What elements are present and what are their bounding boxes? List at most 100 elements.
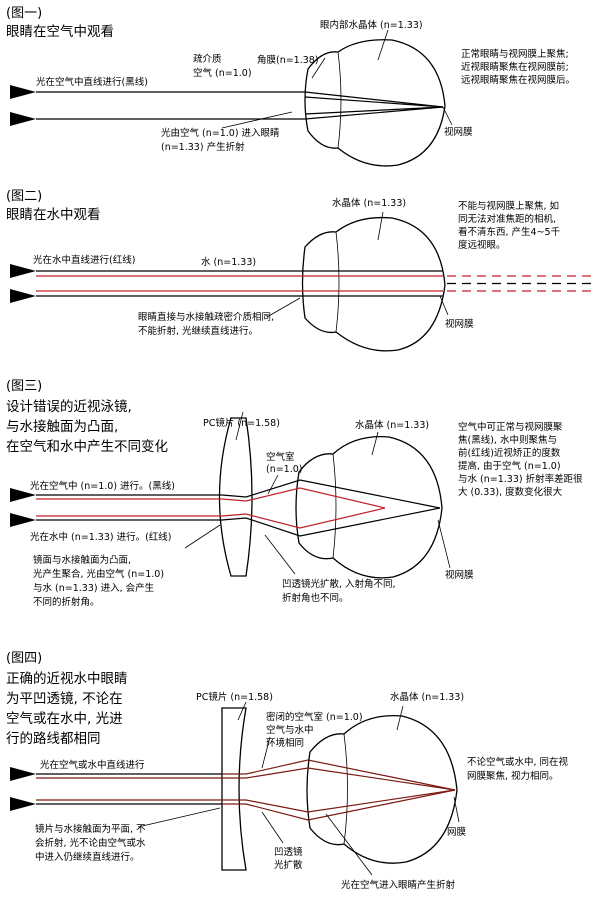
- fig1-side-note-1: 正常眼睛与视网膜上聚焦;: [461, 48, 569, 60]
- fig1-retina-label: 视网膜: [444, 126, 473, 138]
- fig2-ray-label: 光在水中直线进行(红线): [33, 254, 135, 266]
- fig2-side-note-3: 看不清东西, 产生4~5千: [458, 226, 561, 238]
- fig4-path-top-inner: [222, 767, 456, 791]
- fig4-side-note-1: 不论空气或水中, 同在视: [467, 756, 569, 768]
- fig3-air-chamber-1: 空气室: [266, 451, 295, 463]
- fig3-air-ray-label: 光在空气中 (n=1.0) 进行。(黑线): [30, 480, 175, 492]
- fig4-path-top-outer: [222, 759, 456, 791]
- fig4-ray-source-top: [10, 767, 36, 781]
- fig1-tag: (图一): [6, 6, 42, 21]
- fig3-side-note-5: 与水 (n=1.33) 折射率差距很: [458, 473, 583, 485]
- fig1-medium-label-1: 疏介质: [193, 53, 222, 65]
- fig4-ray-source-bottom: [10, 797, 36, 811]
- fig2-direct-note-1: 眼睛直接与水接触疏密介质相同,: [138, 311, 274, 323]
- fig2-ray-source-top: [10, 264, 36, 278]
- fig4-concave-leader: [261, 811, 284, 844]
- fig3-air-chamber-2: (n=1.0): [266, 464, 303, 475]
- fig4-ray-label: 光在空气或水中直线进行: [40, 759, 145, 771]
- fig3-heading-1: 设计错误的近视泳镜,: [6, 399, 132, 415]
- fig1-heading: 眼睛在空气中观看: [6, 24, 114, 40]
- fig1-refraction-1: 光由空气 (n=1.0) 进入眼睛: [161, 127, 280, 139]
- fig4-refraction-leader: [325, 813, 373, 876]
- fig3-convex-note-4: 不同的折射角。: [33, 596, 100, 608]
- fig3-retina-label: 视网膜: [445, 569, 474, 581]
- fig3-pc-leader: [235, 411, 244, 441]
- fig3-convex-leader: [184, 524, 221, 549]
- fig2-retina-label: 视网膜: [445, 318, 474, 330]
- figure-3: (图三) 设计错误的近视泳镜, 与水接触面为凸面, 在空气和水中产生不同变化 P…: [6, 379, 583, 608]
- fig3-cornea-boundary: [332, 453, 337, 559]
- fig1-side-note-2: 近视眼睛聚焦在视网膜前;: [461, 61, 569, 73]
- fig2-side-note-4: 度远视眼。: [458, 239, 506, 251]
- fig3-side-note-3: 前(红线)近视矫正的度数: [458, 447, 561, 459]
- fig3-pc-label: PC镜片 (n=1.58): [203, 417, 280, 429]
- figure-2: (图二) 眼睛在水中观看 光在水中直线进行(红线) 水 (n=1.33) 水晶体…: [6, 189, 595, 352]
- fig1-ray-source-bottom: [10, 112, 36, 126]
- fig3-heading-2: 与水接触面为凸面,: [6, 418, 118, 435]
- fig1-side-note-3: 远视眼睛聚焦在视网膜后。: [461, 74, 575, 86]
- fig2-tag: (图二): [6, 189, 42, 204]
- fig3-tag: (图三): [6, 379, 42, 394]
- fig4-pc-lens: [221, 707, 247, 871]
- fig1-medium-label-2: 空气 (n=1.0): [193, 67, 252, 79]
- figure-1: (图一) 眼睛在空气中观看 光在空气中直线进行(黑线) 疏介质 空气 (n=1.…: [6, 6, 575, 167]
- fig4-lens-leader: [396, 705, 404, 731]
- fig3-eye: [295, 435, 443, 579]
- fig4-sealed-note-2: 空气与水中: [266, 724, 314, 736]
- fig2-cornea-boundary: [335, 231, 340, 333]
- fig4-retina-leader: [453, 796, 460, 823]
- fig3-water-ray-label: 光在水中 (n=1.33) 进行。(红线): [30, 531, 172, 543]
- fig4-path-bottom-outer: [222, 789, 456, 821]
- fig3-pc-lens: [218, 417, 253, 577]
- fig3-side-note-4: 提高, 由于空气 (n=1.0): [458, 460, 561, 472]
- fig2-side-note-1: 不能与视网膜上聚焦, 如: [458, 200, 559, 212]
- fig4-heading-3: 空气或在水中, 光进: [6, 711, 123, 727]
- fig2-retina-leader: [439, 295, 449, 316]
- fig3-black-path-bottom: [221, 507, 441, 537]
- fig4-sealed-note-3: 环境相同: [266, 737, 304, 749]
- fig1-refraction-2: (n=1.33) 产生折射: [161, 141, 245, 153]
- fig3-concave-note-1: 凹透镜光扩散, 入射角不同,: [282, 578, 396, 590]
- fig4-sealed-leader: [261, 736, 271, 769]
- fig1-refraction-leader: [221, 111, 293, 129]
- fig1-ray-label: 光在空气中直线进行(黑线): [36, 76, 148, 88]
- fig1-refracted-bottom: [304, 106, 444, 120]
- fig2-direct-leader: [266, 297, 301, 318]
- fig3-black-path-top: [221, 479, 441, 509]
- fig3-red-path-bottom: [221, 507, 386, 529]
- fig1-lens-leader: [377, 29, 389, 61]
- fig2-water-label: 水 (n=1.33): [201, 256, 256, 268]
- fig3-convex-note-3: 与水 (n=1.33) 进入, 会产生: [33, 582, 155, 594]
- fig3-lens-leader: [371, 431, 379, 456]
- fig3-heading-3: 在空气和水中产生不同变化: [6, 439, 168, 455]
- fig4-sealed-note-1: 密闭的空气室 (n=1.0): [266, 711, 363, 723]
- fig3-concave-leader: [264, 534, 296, 575]
- fig4-tag: (图四): [6, 651, 42, 666]
- fig4-concave-note-2: 光扩散: [274, 859, 303, 871]
- fig1-cornea-label: 角膜(n=1.38): [257, 54, 319, 66]
- fig2-lens-label: 水晶体 (n=1.33): [332, 197, 406, 209]
- fig1-refracted-mid2: [304, 106, 444, 115]
- fig2-lens-leader: [377, 211, 384, 241]
- fig2-side-note-2: 同无法对准焦距的相机,: [458, 213, 556, 225]
- fig4-heading-4: 行的路线都相同: [6, 731, 101, 747]
- fig4-flat-leader: [137, 807, 221, 828]
- fig3-side-note-1: 空气中可正常与视网膜聚: [458, 421, 563, 433]
- fig3-side-note-6: 大 (0.33), 度数变化很大: [458, 486, 563, 498]
- fig4-eye: [306, 714, 458, 864]
- fig3-convex-note-1: 镜面与水接触面为凸面,: [33, 554, 131, 566]
- fig1-cornea-leader: [311, 57, 326, 79]
- fig2-ray-source-bottom: [10, 289, 36, 303]
- fig1-retina-leader: [442, 106, 453, 126]
- fig2-eye: [301, 216, 446, 352]
- fig4-flat-note-3: 中进入仍继续直线进行。: [35, 851, 140, 863]
- fig3-retina-leader: [437, 519, 451, 569]
- fig3-ray-source-top: [10, 488, 36, 502]
- figure-4: (图四) 正确的近视水中眼睛 为平凹透镜, 不论在 空气或在水中, 光进 行的路…: [6, 651, 569, 891]
- fig3-concave-note-2: 折射角也不同。: [282, 592, 349, 604]
- fig4-path-bottom-inner: [222, 789, 456, 813]
- fig3-red-path-top: [221, 487, 386, 509]
- fig4-retina-label: 网膜: [447, 827, 467, 838]
- fig4-flat-note-1: 镜片与水接触面为平面, 不: [35, 823, 146, 835]
